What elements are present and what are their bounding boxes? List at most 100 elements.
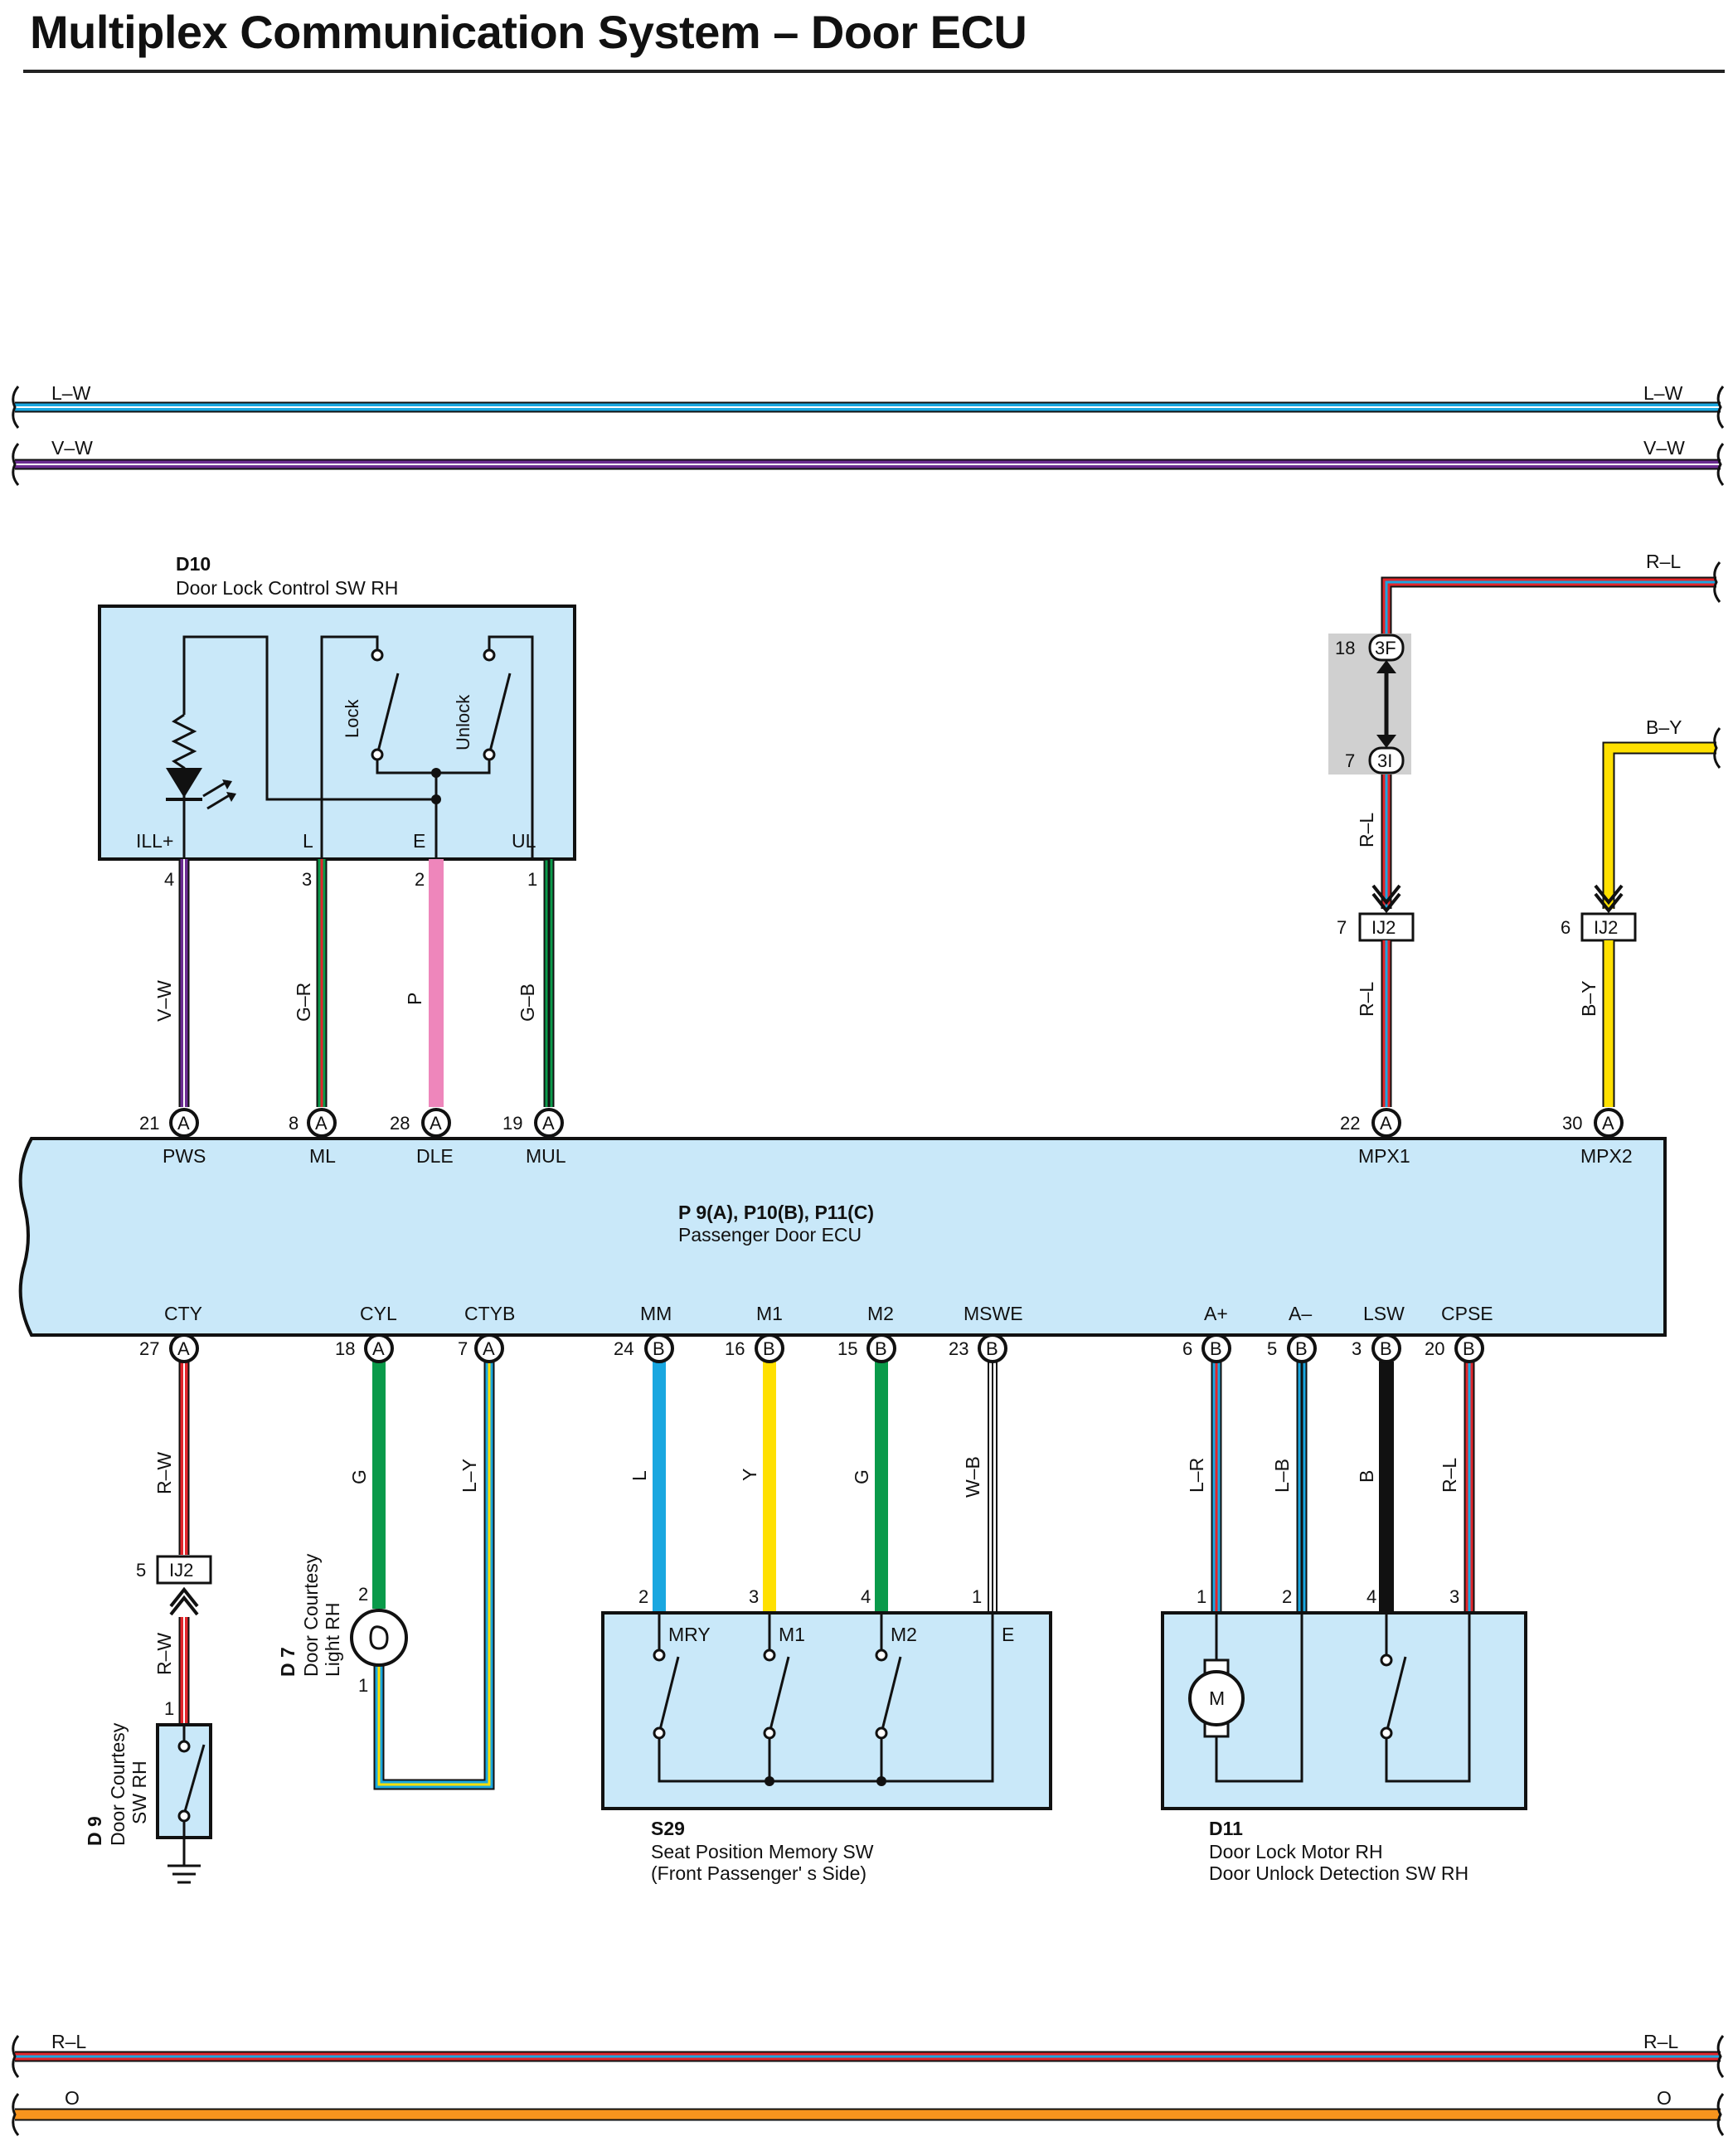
bus-label-rl-left: R–L <box>51 2031 86 2052</box>
ecu-terminal-mm: MM <box>640 1303 672 1324</box>
ecu-terminal-pws: PWS <box>163 1145 206 1167</box>
d10-terminal-e: E <box>413 830 425 852</box>
ecu-pin-cty: 27 <box>139 1338 159 1359</box>
ecu-conn-mul: A <box>542 1113 555 1134</box>
junction-3i-pin: 7 <box>1345 750 1355 771</box>
ecu-pin-ml: 8 <box>289 1113 299 1134</box>
d11-pin-3: 3 <box>1449 1586 1459 1607</box>
ecu-terminal-cty: CTY <box>164 1303 202 1324</box>
ecu-pin-cpse: 20 <box>1425 1338 1444 1359</box>
ecu-bottom-wires <box>178 1362 1475 1790</box>
wire-label-lb: L–B <box>1271 1459 1293 1493</box>
mpx-rl-label-top: R–L <box>1646 551 1681 572</box>
d11-pin-2: 2 <box>1282 1586 1292 1607</box>
wire-label-rl-cpse: R–L <box>1439 1458 1460 1493</box>
ecu-terminal-dle: DLE <box>416 1145 454 1167</box>
component-d10: D10 Door Lock Control SW RH Loc <box>98 553 576 861</box>
bus-line-vw: V–W V–W <box>12 437 1725 486</box>
bus-label-rl-right: R–L <box>1643 2031 1678 2052</box>
ecu-conn-ctyb: A <box>483 1338 495 1359</box>
ecu-terminal-mswe: MSWE <box>964 1303 1023 1324</box>
s29-pin-3: 3 <box>749 1586 759 1607</box>
ecu-conn-mm: B <box>653 1338 665 1359</box>
d9-ij2-code: IJ2 <box>169 1560 193 1581</box>
d9-name-2: SW RH <box>129 1760 150 1824</box>
wire-label-wb: W–B <box>962 1456 983 1498</box>
junction-3i-code: 3I <box>1377 750 1392 771</box>
d11-motor-label: M <box>1209 1687 1225 1709</box>
ecu-conn-ml: A <box>315 1113 328 1134</box>
wire-label-rw-lower: R–W <box>153 1633 175 1675</box>
ecu-conn-a-plus: B <box>1210 1338 1222 1359</box>
ecu-title: P 9(A), P10(B), P11(C) <box>678 1202 874 1223</box>
component-s29: 2 3 4 1 MRY M1 M2 E S29 Seat Position Me… <box>601 1586 1052 1884</box>
ecu-pin-lsw: 3 <box>1352 1338 1362 1359</box>
bus-label-lw-right: L–W <box>1643 382 1683 404</box>
d10-terminal-ul: UL <box>512 830 536 852</box>
d10-pin-ul: 1 <box>527 869 537 890</box>
ecu-pin-m1: 16 <box>725 1338 745 1359</box>
ecu-conn-pws: A <box>177 1113 190 1134</box>
d10-pin-ill: 4 <box>164 869 174 890</box>
ij2-left-pin: 7 <box>1337 917 1347 938</box>
ecu-conn-mpx1: A <box>1380 1113 1392 1134</box>
ecu-bottom-connectors: A 27 A 18 A 7 B 24 B 16 B 15 B 23 B 6 B … <box>139 1333 1484 1363</box>
ecu-pin-a-plus: 6 <box>1182 1338 1192 1359</box>
d10-terminal-ill: ILL+ <box>136 830 173 852</box>
s29-terminal-m1: M1 <box>779 1624 805 1645</box>
s29-pin-2: 2 <box>638 1586 648 1607</box>
ecu-conn-cyl: A <box>372 1338 385 1359</box>
mpx-by-label-top: B–Y <box>1646 716 1682 738</box>
wire-label-gr: G–R <box>293 983 314 1022</box>
ecu-terminal-cpse: CPSE <box>1441 1303 1493 1324</box>
ecu-pin-mm: 24 <box>614 1338 633 1359</box>
d10-lock-label: Lock <box>342 699 362 738</box>
ij2-left-code: IJ2 <box>1371 917 1396 938</box>
ecu-pin-a-minus: 5 <box>1267 1338 1277 1359</box>
ecu-pin-mul: 19 <box>502 1113 522 1134</box>
d10-pin-l: 3 <box>302 869 312 890</box>
bus-line-rl-bottom: R–L R–L <box>12 2031 1725 2078</box>
wire-label-g-m2: G <box>851 1469 872 1484</box>
d10-ecu-wires <box>178 857 555 1107</box>
mpx-by-label-low: B–Y <box>1578 981 1600 1017</box>
ecu-terminal-a-plus: A+ <box>1204 1303 1228 1324</box>
ecu-pin-cyl: 18 <box>335 1338 355 1359</box>
ecu-terminal-cyl: CYL <box>360 1303 397 1324</box>
ecu-conn-m1: B <box>763 1338 775 1359</box>
ecu-terminal-ml: ML <box>309 1145 336 1167</box>
d10-terminal-l: L <box>303 830 313 852</box>
s29-pin-1: 1 <box>972 1586 982 1607</box>
ecu-conn-lsw: B <box>1380 1338 1392 1359</box>
s29-terminal-mry: MRY <box>668 1624 711 1645</box>
mpx-rl-label-low: R–L <box>1356 982 1377 1017</box>
wire-label-g-cyl: G <box>348 1469 370 1484</box>
component-d9: IJ2 5 R–W 1 D 9 Door Courtesy SW RH <box>84 1555 212 1884</box>
bus-label-lw-left: L–W <box>51 382 91 404</box>
bus-label-o-left: O <box>65 2087 80 2109</box>
junction-3f-pin: 18 <box>1335 638 1355 658</box>
ecu-terminal-ctyb: CTYB <box>464 1303 515 1324</box>
ecu-conn-cpse: B <box>1463 1338 1475 1359</box>
ecu-terminal-mpx1: MPX1 <box>1358 1145 1410 1167</box>
ecu-pin-pws: 21 <box>139 1113 159 1134</box>
s29-terminal-e: E <box>1002 1624 1014 1645</box>
wire-label-p: P <box>404 993 425 1005</box>
ecu-pin-mswe: 23 <box>949 1338 968 1359</box>
component-d7: 2 1 D 7 Door Courtesy Light RH <box>277 1553 408 1696</box>
wire-label-vw: V–W <box>153 980 175 1022</box>
d9-ij2-pin: 5 <box>136 1560 146 1581</box>
s29-pin-4: 4 <box>861 1586 871 1607</box>
wire-label-b: B <box>1356 1470 1377 1483</box>
d11-pin-4: 4 <box>1366 1586 1376 1607</box>
d7-id: D 7 <box>277 1647 299 1677</box>
ecu-terminal-a-minus: A– <box>1289 1303 1312 1324</box>
d7-pin-1: 1 <box>358 1675 368 1696</box>
ecu-top-connectors: A 21 A 8 A 28 A 19 A 22 A 30 <box>139 1108 1624 1138</box>
title-rule <box>23 70 1725 73</box>
s29-name-1: Seat Position Memory SW <box>651 1841 874 1862</box>
ecu-terminal-m1: M1 <box>756 1303 783 1324</box>
ecu-terminal-mpx2: MPX2 <box>1580 1145 1633 1167</box>
passenger-door-ecu: P 9(A), P10(B), P11(C) Passenger Door EC… <box>18 1137 1667 1337</box>
